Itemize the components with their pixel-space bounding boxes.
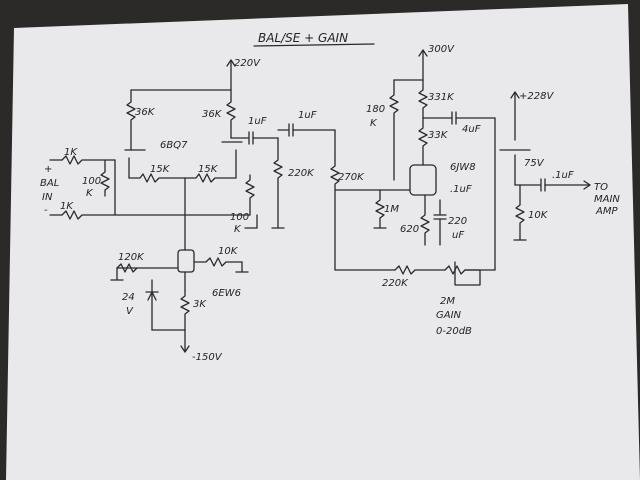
supply-label-220v: 220V bbox=[234, 58, 261, 69]
r-1m-label: 1M bbox=[384, 204, 399, 215]
title-underline bbox=[253, 43, 375, 47]
input-stage bbox=[49, 59, 336, 251]
r-tail-10k-label: 10K bbox=[218, 246, 239, 257]
c-220uf-label-a: 220 bbox=[448, 216, 467, 227]
r-cath-left-label: 15K bbox=[150, 164, 171, 175]
pot-label-b: GAIN bbox=[436, 310, 462, 321]
r-tail-120k-label: 120K bbox=[118, 252, 145, 263]
c-220uf-label-b: uF bbox=[452, 230, 464, 241]
r-fb-220k-label: 220K bbox=[382, 278, 409, 289]
r-plate-right-label: 36K bbox=[202, 109, 223, 120]
r-bias-label-b: K bbox=[86, 188, 94, 199]
r-270k-label: 270K bbox=[338, 172, 365, 183]
output-label-main: MAIN bbox=[594, 194, 620, 205]
zener-label-a: 24 bbox=[122, 292, 135, 303]
tail-stage bbox=[110, 249, 249, 353]
input-in-label: IN bbox=[42, 192, 53, 203]
r-in-top-label: 1K bbox=[64, 147, 78, 158]
r-in-bot-label: 1K bbox=[60, 201, 74, 212]
r-331k-label: 331K bbox=[428, 92, 455, 103]
r-33k-label: 33K bbox=[428, 130, 449, 141]
supply-label-228v: +228V bbox=[519, 91, 554, 102]
r-grid-220k-label: 220K bbox=[288, 168, 315, 179]
input-minus-label: - bbox=[44, 205, 48, 216]
r-bias-label-a: 100 bbox=[82, 176, 101, 187]
r-plate-left-label: 36K bbox=[135, 107, 156, 118]
c-4uf-label: 4uF bbox=[462, 124, 481, 135]
output-label-to: TO bbox=[594, 182, 608, 193]
c-out-label: .1uF bbox=[552, 170, 574, 181]
paper-sheet bbox=[6, 4, 640, 480]
supply-label-300v: 300V bbox=[428, 44, 455, 55]
c-couple-2-label: 1uF bbox=[298, 110, 317, 121]
schematic-title: BAL/SE + GAIN bbox=[258, 31, 348, 45]
r-out-10k-label: 10K bbox=[528, 210, 549, 221]
r-tail-3k-label: 3K bbox=[193, 299, 207, 310]
gain-range-label: 0-20dB bbox=[436, 326, 472, 337]
r-620-label: 620 bbox=[400, 224, 419, 235]
output-label-amp: AMP bbox=[595, 206, 618, 217]
r-180k-label-b: K bbox=[370, 118, 378, 129]
supply-label-minus-150v: -150V bbox=[192, 352, 223, 363]
gain-stage bbox=[330, 49, 591, 286]
r-grid-100-label-a: 100 bbox=[230, 212, 249, 223]
pot-label-a: 2M bbox=[440, 296, 455, 307]
r-cath-right-label: 15K bbox=[198, 164, 219, 175]
node-75v-label: 75V bbox=[524, 158, 545, 169]
tube-label-6bq7: 6BQ7 bbox=[160, 140, 188, 151]
r-180k-label-a: 180 bbox=[366, 104, 385, 115]
c-couple-1-label: 1uF bbox=[248, 116, 267, 127]
tube-label-6jw8: 6JW8 bbox=[450, 162, 476, 173]
zener-label-b: V bbox=[126, 306, 134, 317]
input-bal-label: BAL bbox=[40, 178, 59, 189]
input-plus-label: + bbox=[44, 164, 52, 175]
r-grid-100-label-b: K bbox=[234, 224, 242, 235]
c-1uf-cath-label: .1uF bbox=[450, 184, 472, 195]
tube-label-6ew6: 6EW6 bbox=[212, 288, 241, 299]
